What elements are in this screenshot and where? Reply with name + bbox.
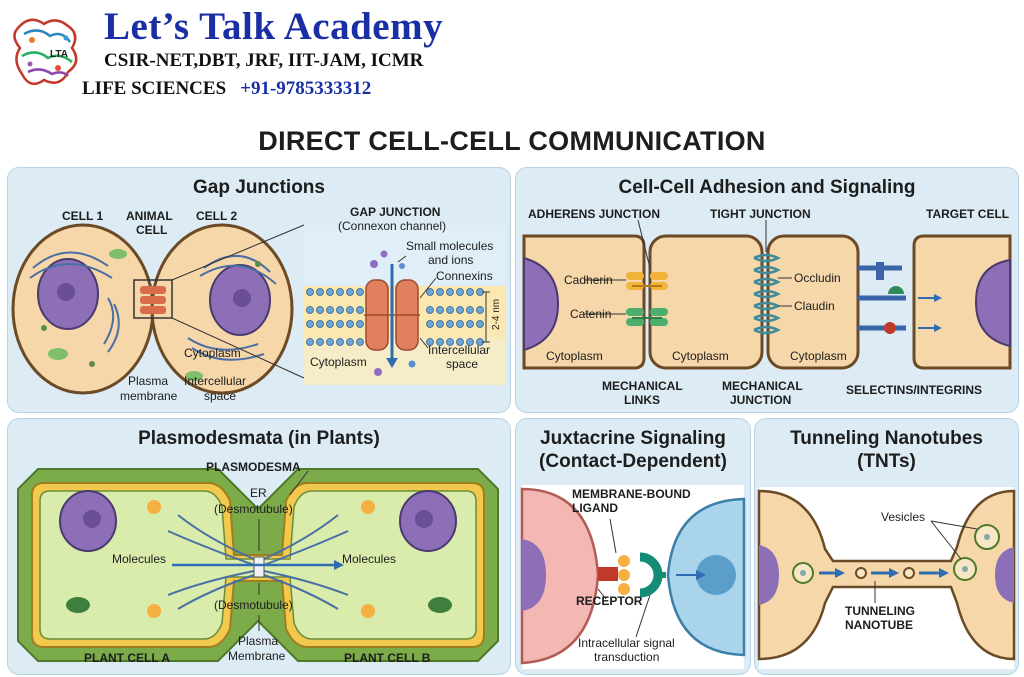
target-cell xyxy=(912,234,1012,370)
cell-1-label: CELL 1 xyxy=(62,209,103,223)
adhesion-title: Cell-Cell Adhesion and Signaling xyxy=(618,177,916,198)
plant-cell-b-label: PLANT CELL B xyxy=(344,651,431,665)
plasmodesmata-panel: Plasmodesmata (in Plants) PLASMODESMA ER… xyxy=(7,418,511,675)
small-molecules-label-2: and ions xyxy=(428,253,473,267)
cell-2-label: CELL 2 xyxy=(196,209,237,223)
junction-zoom-box xyxy=(133,279,173,319)
plasma-membrane-label-1: Plasma xyxy=(238,634,278,648)
membrane-top xyxy=(306,288,484,346)
intercellular-zoom-label-2: space xyxy=(446,357,478,371)
brand-line: LIFE SCIENCES +91-9785333312 xyxy=(82,78,371,100)
tnt-title-2: (TNTs) xyxy=(857,451,916,472)
selectins-label: SELECTINS/INTEGRINS xyxy=(846,383,982,397)
target-cell-label: TARGET CELL xyxy=(926,207,1009,221)
gap-junctions-title: Gap Junctions xyxy=(193,177,325,198)
catenin-shape xyxy=(626,308,668,326)
connexon-channel xyxy=(364,279,420,351)
gap-junction-label: GAP JUNCTION xyxy=(350,205,440,219)
cytoplasm-label: Cytoplasm xyxy=(184,346,241,360)
cytoplasm-b-label: Cytoplasm xyxy=(672,349,729,363)
er-2 xyxy=(187,254,277,361)
plasma-label-1: Plasma xyxy=(128,374,168,388)
molecules-right-label: Molecules xyxy=(342,552,396,566)
juxtacrine-panel: Juxtacrine Signaling (Contact-Dependent)… xyxy=(515,418,751,675)
tnt-title-1: Tunneling Nanotubes xyxy=(790,428,983,449)
logo: LTA xyxy=(10,10,88,96)
adhesion-cell-1 xyxy=(522,234,646,370)
er-label-1: ER xyxy=(250,486,267,500)
cadherin-label: Cadherin xyxy=(564,273,613,287)
phone-number: +91-9785333312 xyxy=(240,78,372,99)
occludin-label: Occludin xyxy=(794,271,841,285)
animal-cell-label-1: ANIMAL xyxy=(126,209,173,223)
juxtacrine-title-2: (Contact-Dependent) xyxy=(539,451,727,472)
adhesion-panel: Cell-Cell Adhesion and Signaling xyxy=(515,167,1019,413)
tnt-label-1: TUNNELING xyxy=(845,604,915,618)
plasmodesma-label: PLASMODESMA xyxy=(206,460,301,474)
cytoplasm-a-label: Cytoplasm xyxy=(546,349,603,363)
molecules-left-label: Molecules xyxy=(112,552,166,566)
cadherin-shape xyxy=(626,272,668,290)
small-molecules-label-1: Small molecules xyxy=(406,239,493,253)
ligand-label-1: MEMBRANE-BOUND xyxy=(572,487,691,501)
ligand-label-2: LIGAND xyxy=(572,501,618,515)
plasma-label-2: membrane xyxy=(120,389,178,403)
animal-cell-label-2: CELL xyxy=(136,223,167,237)
adherens-label: ADHERENS JUNCTION xyxy=(528,207,660,221)
cytoplasm-c-label: Cytoplasm xyxy=(790,349,847,363)
cytoplasm-zoom-label: Cytoplasm xyxy=(310,355,367,369)
intracellular-label-2: transduction xyxy=(594,650,659,664)
page-title: DIRECT CELL-CELL COMMUNICATION xyxy=(258,126,766,156)
mechanical-links-label-2: LINKS xyxy=(624,393,660,407)
signaling-cell xyxy=(520,487,600,665)
tnt-label-2: NANOTUBE xyxy=(845,618,913,632)
tnt-panel: Tunneling Nanotubes (TNTs) Vesicles TUNN… xyxy=(754,418,1019,675)
tnt-cells xyxy=(757,489,1016,661)
intercellular-label-1: Intercellular xyxy=(184,374,246,388)
juxtacrine-title-1: Juxtacrine Signaling xyxy=(540,428,726,449)
receptor-label: RECEPTOR xyxy=(576,594,643,608)
intracellular-label-1: Intracellular signal xyxy=(578,636,675,650)
mechanical-junction-label-1: MECHANICAL xyxy=(722,379,803,393)
tight-junction-label: TIGHT JUNCTION xyxy=(710,207,811,221)
distance-label: 2-4 nm xyxy=(491,299,502,330)
er-1 xyxy=(29,251,120,353)
brand-life-sciences: LIFE SCIENCES xyxy=(82,78,227,99)
ligand-shape xyxy=(598,567,618,581)
logo-text: LTA xyxy=(50,49,68,60)
claudin-label: Claudin xyxy=(794,299,835,313)
catenin-label: Catenin xyxy=(570,307,611,321)
vesicles-label: Vesicles xyxy=(881,510,925,524)
connexins-label: Connexins xyxy=(436,269,493,283)
intercellular-label-2: space xyxy=(204,389,236,403)
intercellular-zoom-label-1: Intercellular xyxy=(428,343,490,357)
gap-junctions-panel: Gap Junctions xyxy=(7,167,511,413)
mechanical-links-label-1: MECHANICAL xyxy=(602,379,683,393)
mechanical-junction-label-2: JUNCTION xyxy=(730,393,791,407)
brand-title: Let’s Talk Academy xyxy=(104,5,444,48)
brand-subtitle: CSIR-NET,DBT, JRF, IIT-JAM, ICMR xyxy=(104,50,424,71)
plasma-membrane-label-2: Membrane xyxy=(228,649,286,663)
er-label-2: (Desmotubule) xyxy=(214,502,293,516)
plant-cell-a-label: PLANT CELL A xyxy=(84,651,170,665)
integrin-shapes xyxy=(858,262,942,334)
plasmodesmata-title: Plasmodesmata (in Plants) xyxy=(138,428,380,449)
desmotubule-label: (Desmotubule) xyxy=(214,598,293,612)
adhesion-cell-2 xyxy=(648,234,764,370)
connexon-label: (Connexon channel) xyxy=(338,219,446,233)
